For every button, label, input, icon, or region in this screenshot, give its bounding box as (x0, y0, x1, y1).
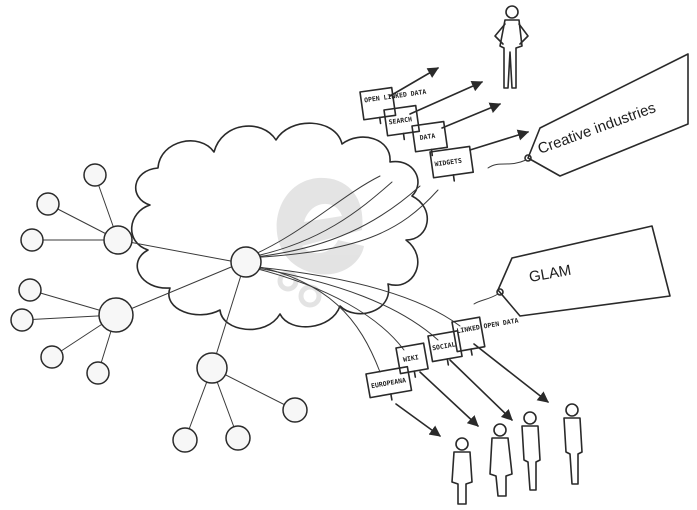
leaf-node (172, 427, 198, 453)
cluster-node (103, 225, 133, 255)
screen-label: WIDGETS (434, 157, 462, 169)
leaf-node (36, 192, 60, 216)
leaf-node (282, 397, 308, 423)
europeana-e-icon (276, 177, 364, 308)
screen: SOCIAL (427, 329, 463, 366)
screens-top: OPEN LINKED DATA SEARCH DATA WIDGETS (359, 67, 530, 182)
hub-node (230, 246, 262, 278)
screen-label: SOCIAL (432, 340, 457, 352)
screen: WIDGETS (429, 145, 475, 182)
screen-label: WIKI (402, 353, 419, 364)
person-icon (494, 5, 529, 89)
glam-label: GLAM (528, 262, 573, 286)
creative-industries-label: Creative industries (536, 99, 659, 157)
screen: LINKED OPEN DATA (451, 316, 519, 356)
cluster-node (98, 297, 134, 333)
cloud (130, 122, 428, 331)
screen-label: DATA (419, 132, 436, 142)
screen-label: EUROPEANA (371, 376, 407, 390)
leaf-node (225, 425, 251, 451)
network-nodes (10, 163, 308, 453)
leaf-node (18, 278, 42, 302)
cluster-node (196, 352, 228, 384)
people-group-icon (451, 403, 583, 505)
leaf-node (20, 228, 44, 252)
glam-tag: GLAM (473, 225, 671, 317)
screens-bottom: LINKED OPEN DATA SOCIAL WIKI EUROPEANA (365, 316, 549, 437)
network-links (21, 174, 461, 441)
leaf-node (40, 345, 64, 369)
leaf-node (83, 163, 107, 187)
screen-label: SEARCH (388, 115, 412, 126)
creative-industries-tag: Creative industries (487, 53, 689, 177)
leaf-node (10, 308, 34, 332)
screen: WIKI (395, 342, 429, 378)
screen: SEARCH (383, 104, 421, 141)
leaf-node (86, 361, 110, 385)
